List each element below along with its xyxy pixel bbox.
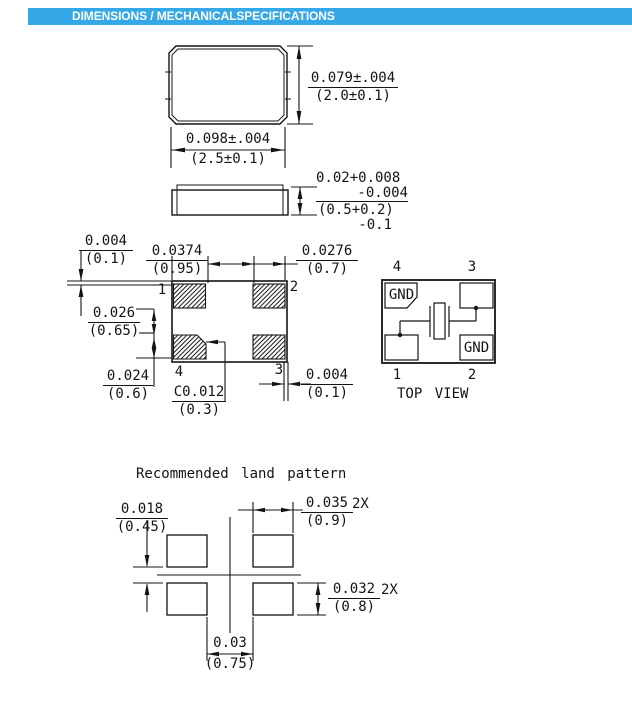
dim-mm: (0.9): [305, 513, 349, 529]
side-thickness-dim: 0.02+0.008 -0.004 (0.5+0.2) -0.1: [316, 171, 408, 233]
land-pattern-drawing: [133, 502, 326, 661]
land-pad-height-dim: 0.032 (0.8): [328, 582, 380, 615]
land-pattern-title: Recommended land pattern: [136, 466, 347, 482]
dim-mm: (0.5+0.2): [318, 202, 394, 218]
package-width-dim-mm: (2.5±0.1): [190, 151, 266, 167]
land-gap-horizontal-dim-mm: (0.75): [204, 656, 256, 672]
side-profile-drawing: [171, 184, 317, 216]
land-gap-horizontal-dim-inch: 0.03: [213, 635, 247, 651]
dim-mm: (0.1): [84, 251, 128, 267]
dim-inch-tol-group: 0.02+0.008 -0.004: [316, 171, 408, 202]
topview-pin3-label: 3: [467, 259, 477, 275]
gnd-label-bottom: GND: [463, 340, 490, 356]
pad-pin2-label: 2: [289, 279, 299, 295]
dim-mm: (0.95): [151, 261, 203, 277]
topview-pin4-label: 4: [392, 259, 402, 275]
dim-inch-tol: -0.004: [357, 185, 408, 201]
pad-pin4-label: 4: [174, 364, 184, 380]
pad-top-edge-dim: 0.004 (0.1): [79, 234, 133, 267]
dim-mm: (0.3): [177, 402, 221, 418]
dim-inch: 0.032: [328, 582, 380, 599]
pad-height-dim: 0.024 (0.6): [103, 369, 153, 402]
dim-mm-tol: -0.1: [358, 217, 392, 233]
land-gap-vertical-dim: 0.018 (0.45): [116, 502, 168, 535]
dim-inch: C0.012: [172, 384, 226, 402]
land-pad-height-qty: 2X: [381, 582, 398, 598]
pad-width-dim: 0.0374 (0.95): [146, 244, 208, 277]
pad-right-edge-dim: 0.004 (0.1): [301, 368, 353, 401]
package-height-dim: 0.079±.004 (2.0±0.1): [308, 71, 398, 104]
dim-inch: 0.018: [116, 502, 168, 519]
package-width-dim-inch: 0.098±.004: [185, 131, 271, 147]
pad-layout-drawing: [67, 251, 311, 402]
dim-inch: 0.0374: [146, 244, 208, 261]
pad-pitch-dim: 0.026 (0.65): [88, 306, 140, 339]
dim-inch: 0.02+0.008: [316, 170, 401, 186]
top-view-label: TOP VIEW: [397, 386, 469, 402]
topview-pin2-label: 2: [467, 367, 477, 383]
pad-chamfer-dim: C0.012 (0.3): [172, 385, 226, 418]
pad-gap-dim: 0.0276 (0.7): [296, 244, 358, 277]
dim-inch: 0.024: [103, 369, 153, 386]
dim-inch: 0.004: [79, 234, 133, 251]
top-view-schematic: [381, 279, 496, 364]
dim-mm: (0.8): [332, 599, 376, 615]
dim-mm: (0.65): [88, 323, 140, 339]
gnd-label-top: GND: [388, 287, 415, 303]
dim-inch: 0.079±.004: [308, 71, 398, 88]
pad-pin1-label: 1: [157, 282, 167, 298]
dim-inch: 0.0276: [296, 244, 358, 261]
section-title: DIMENSIONS / MECHANICALSPECIFICATIONS: [72, 9, 335, 23]
section-header: DIMENSIONS / MECHANICALSPECIFICATIONS: [28, 8, 632, 25]
land-pad-width-qty: 2X: [352, 496, 369, 512]
pad-pin3-label: 3: [274, 362, 284, 378]
dim-mm: (0.7): [305, 261, 349, 277]
dim-inch: 0.035: [301, 496, 353, 513]
package-outline-drawing: [165, 45, 313, 168]
land-pad-width-dim: 0.035 (0.9): [301, 496, 353, 529]
topview-pin1-label: 1: [392, 367, 402, 383]
dim-mm: (0.6): [106, 386, 150, 402]
dim-mm: (0.1): [305, 385, 349, 401]
dim-inch: 0.004: [301, 368, 353, 385]
dim-mm: (0.45): [116, 519, 168, 535]
dim-mm: (2.0±0.1): [315, 88, 391, 104]
dim-inch: 0.026: [88, 306, 140, 323]
